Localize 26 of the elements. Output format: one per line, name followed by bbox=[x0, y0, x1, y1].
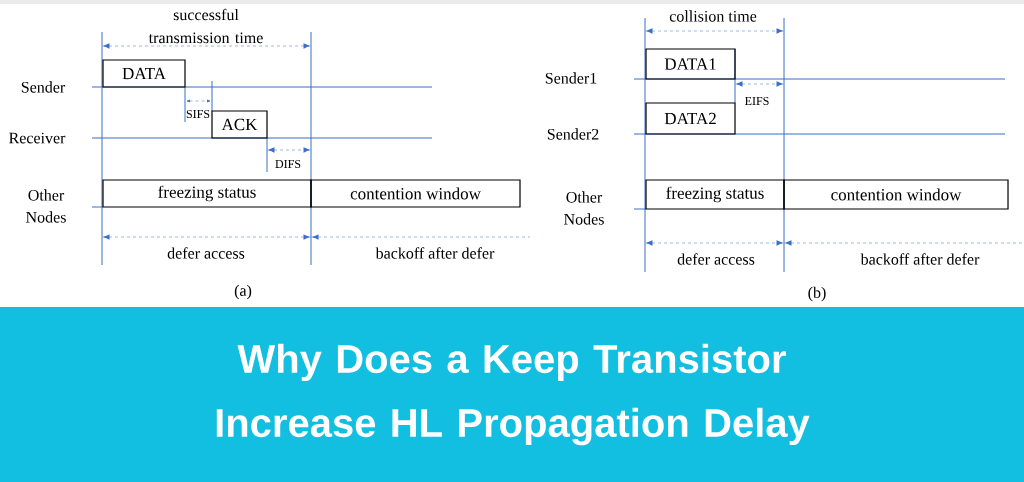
row-label: Other Nodes bbox=[564, 191, 604, 225]
row-label: Sender2 bbox=[547, 128, 599, 140]
frame-box: freezing status bbox=[102, 179, 312, 208]
interval-label: collision time bbox=[669, 10, 757, 22]
frame-box: ACK bbox=[211, 110, 268, 139]
interval-label: backoff after defer bbox=[860, 253, 980, 265]
interval-label: SIFS bbox=[186, 109, 210, 119]
interval-label: defer access bbox=[677, 253, 755, 265]
frame-box: DATA2 bbox=[645, 102, 736, 135]
frame-box: DATA bbox=[102, 59, 186, 88]
frame-box: contention window bbox=[310, 179, 521, 208]
interval-label: DIFS bbox=[275, 159, 301, 169]
frame-box: contention window bbox=[783, 179, 1009, 210]
panel-label: (a) bbox=[234, 284, 252, 300]
row-label: Sender bbox=[21, 81, 66, 93]
row-label: Other Nodes bbox=[26, 189, 66, 223]
frame-box: DATA1 bbox=[645, 48, 736, 80]
interval-label: successful transmission time bbox=[148, 8, 263, 44]
title-banner: Why Does a Keep Transistor Increase HL Propagation Delay bbox=[0, 307, 1024, 482]
panel-label: (b) bbox=[808, 286, 826, 302]
row-label: Receiver bbox=[9, 132, 66, 144]
interval-label: EIFS bbox=[745, 96, 769, 106]
frame-box: freezing status bbox=[645, 179, 785, 210]
row-label: Sender1 bbox=[545, 72, 597, 84]
interval-label: backoff after defer bbox=[375, 247, 495, 259]
interval-label: defer access bbox=[167, 247, 245, 259]
